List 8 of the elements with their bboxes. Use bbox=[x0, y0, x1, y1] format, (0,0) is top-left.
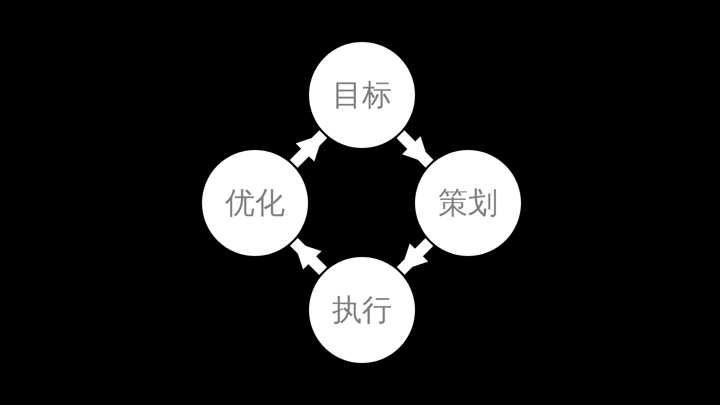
arrow bbox=[396, 130, 434, 168]
node-label: 执行 bbox=[332, 292, 392, 330]
arrow bbox=[290, 238, 327, 275]
arrow bbox=[396, 238, 434, 275]
arrow bbox=[290, 130, 328, 168]
node-label: 目标 bbox=[332, 76, 392, 114]
node-label: 策划 bbox=[438, 184, 498, 222]
node-label: 优化 bbox=[225, 184, 285, 222]
